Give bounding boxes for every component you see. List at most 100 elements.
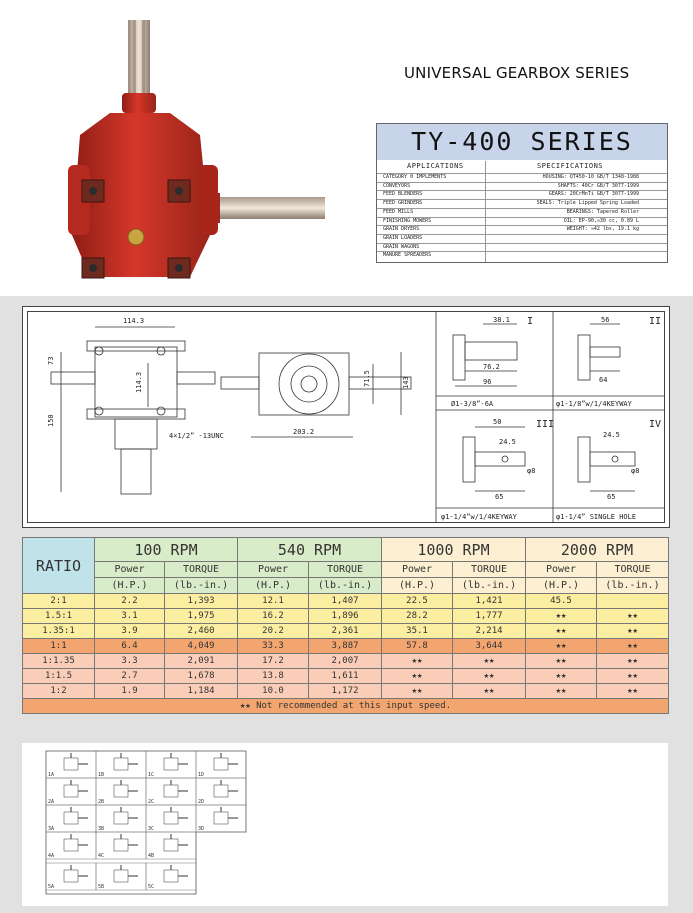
value-cell: ★★ [525, 608, 597, 624]
torque-unit: (lb.-in.) [596, 577, 669, 594]
shaft-2-d1: 56 [601, 316, 609, 324]
ratio-cell: 1.35:1 [22, 623, 95, 639]
config-cell: 1C [145, 750, 197, 779]
ratio-cell: 1:1 [22, 638, 95, 654]
config-cell: 4A [45, 831, 97, 860]
config-cell: 3B [95, 804, 147, 833]
rpm-header-100: 100 RPM [94, 537, 238, 562]
value-cell: ★★ [381, 683, 453, 699]
config-label: 4A [48, 853, 54, 859]
ratio-cell: 2:1 [22, 593, 95, 609]
value-cell: ★★ [525, 623, 597, 639]
dim-143: 143 [402, 376, 410, 389]
config-label: 3C [148, 826, 154, 832]
value-cell: 33.3 [237, 638, 309, 654]
dim-71-5: 71.5 [363, 370, 371, 387]
shaft-3-d4: 65 [495, 493, 503, 501]
value-cell: 1,393 [164, 593, 238, 609]
rpm-header-1000: 1000 RPM [381, 537, 526, 562]
value-cell: 6.4 [94, 638, 165, 654]
value-cell: 17.2 [237, 653, 309, 669]
config-label: 2C [148, 799, 154, 805]
value-cell: 4,049 [164, 638, 238, 654]
config-label: 1C [148, 772, 154, 778]
config-label: 5C [148, 884, 154, 890]
value-cell: 1,678 [164, 668, 238, 684]
drawings-panel: 114.3 73 150 114.3 4×1/2” -13UNC 71.5 14… [22, 306, 670, 528]
specification-item: HOUSING: QT450-10 GB/T 1348-1988 [542, 174, 639, 180]
application-item: GRAIN LOADERS [383, 234, 423, 241]
power-label: Power [381, 561, 453, 578]
application-item: MANURE SPREADERS [383, 252, 432, 259]
dim-150: 150 [47, 414, 55, 427]
value-cell: ★★ [452, 668, 526, 684]
dim-114-3-top: 114.3 [123, 317, 144, 325]
shaft-2-caption: φ1-1/8”w/1/4KEYWAY [556, 400, 633, 408]
value-cell: 2.2 [94, 593, 165, 609]
config-cell: 3D [195, 804, 247, 833]
series-heading: UNIVERSAL GEARBOX SERIES [404, 64, 630, 82]
rpm-header-540: 540 RPM [237, 537, 382, 562]
config-label: 5A [48, 884, 54, 890]
specification-item: BEARINGS: Tapered Roller [566, 208, 639, 215]
torque-unit: (lb.-in.) [452, 577, 526, 594]
config-cell: 4C [95, 831, 147, 860]
value-cell: 13.8 [237, 668, 309, 684]
specification-item: OIL: EP-90,≈30 cc, 0.89 L [563, 217, 639, 224]
value-cell: ★★ [452, 653, 526, 669]
value-cell: ★★ [596, 683, 669, 699]
top-section: UNIVERSAL GEARBOX SERIES TY-400 SERIES A… [0, 0, 693, 296]
value-cell: ★★ [525, 683, 597, 699]
power-label: Power [94, 561, 165, 578]
value-cell: 1,421 [452, 593, 526, 609]
specification-item: WEIGHT: ≈42 lbs, 19.1 kg [566, 226, 639, 233]
value-cell: ★★ [525, 668, 597, 684]
value-cell: ★★ [596, 638, 669, 654]
shaft-2-roman: II [649, 316, 661, 327]
spec-body: APPLICATIONS SPECIFICATIONS CATEGORY 0 I… [377, 161, 667, 262]
config-label: 2D [198, 799, 204, 805]
value-cell: 1,777 [452, 608, 526, 624]
power-unit: (H.P.) [94, 577, 165, 594]
torque-unit: (lb.-in.) [164, 577, 238, 594]
gearbox-photo [68, 20, 325, 279]
specification-item: SHAFTS: 40Cr GB/T 3077-1999 [557, 182, 639, 189]
shaft-3-roman: III [536, 419, 554, 430]
table-footnote: ★★ Not recommended at this input speed. [22, 698, 669, 714]
value-cell: 3.3 [94, 653, 165, 669]
application-item: FEED MILLS [383, 208, 414, 215]
value-cell: 1,172 [308, 683, 382, 699]
value-cell: ★★ [596, 623, 669, 639]
shaft-3-caption: φ1-1/4”w/1/4KEYWAY [441, 513, 518, 521]
specification-item: GEARS: 20CrMnTi GB/T 3077-1999 [548, 191, 639, 198]
value-cell: 2,007 [308, 653, 382, 669]
value-cell: 35.1 [381, 623, 453, 639]
application-item: FEED GRINDERS [383, 200, 423, 207]
value-cell: 12.1 [237, 593, 309, 609]
ratio-cell: 1:2 [22, 683, 95, 699]
value-cell: 1,975 [164, 608, 238, 624]
value-cell: 22.5 [381, 593, 453, 609]
value-cell: 45.5 [525, 593, 597, 609]
torque-label: TORQUE [308, 561, 382, 578]
ratio-header: RATIO [22, 537, 95, 594]
application-item: CONVEYORS [383, 182, 411, 189]
config-cell: 3C [145, 804, 197, 833]
value-cell: 28.2 [381, 608, 453, 624]
config-cell: 5B [95, 862, 147, 891]
value-cell: 1,896 [308, 608, 382, 624]
value-cell: ★★ [525, 653, 597, 669]
dim-bolt: 4×1/2” -13UNC [169, 432, 224, 440]
value-cell: 57.8 [381, 638, 453, 654]
shaft-2-d2: 64 [599, 376, 607, 384]
config-cell: 5A [45, 862, 97, 891]
config-cell: 1D [195, 750, 247, 779]
value-cell: 1,611 [308, 668, 382, 684]
dim-114-3-v: 114.3 [135, 372, 143, 393]
power-unit: (H.P.) [525, 577, 597, 594]
shaft-3-d3: φ8 [527, 467, 535, 475]
application-item: GRAIN WAGONS [383, 243, 420, 250]
ratio-cell: 1:1.35 [22, 653, 95, 669]
